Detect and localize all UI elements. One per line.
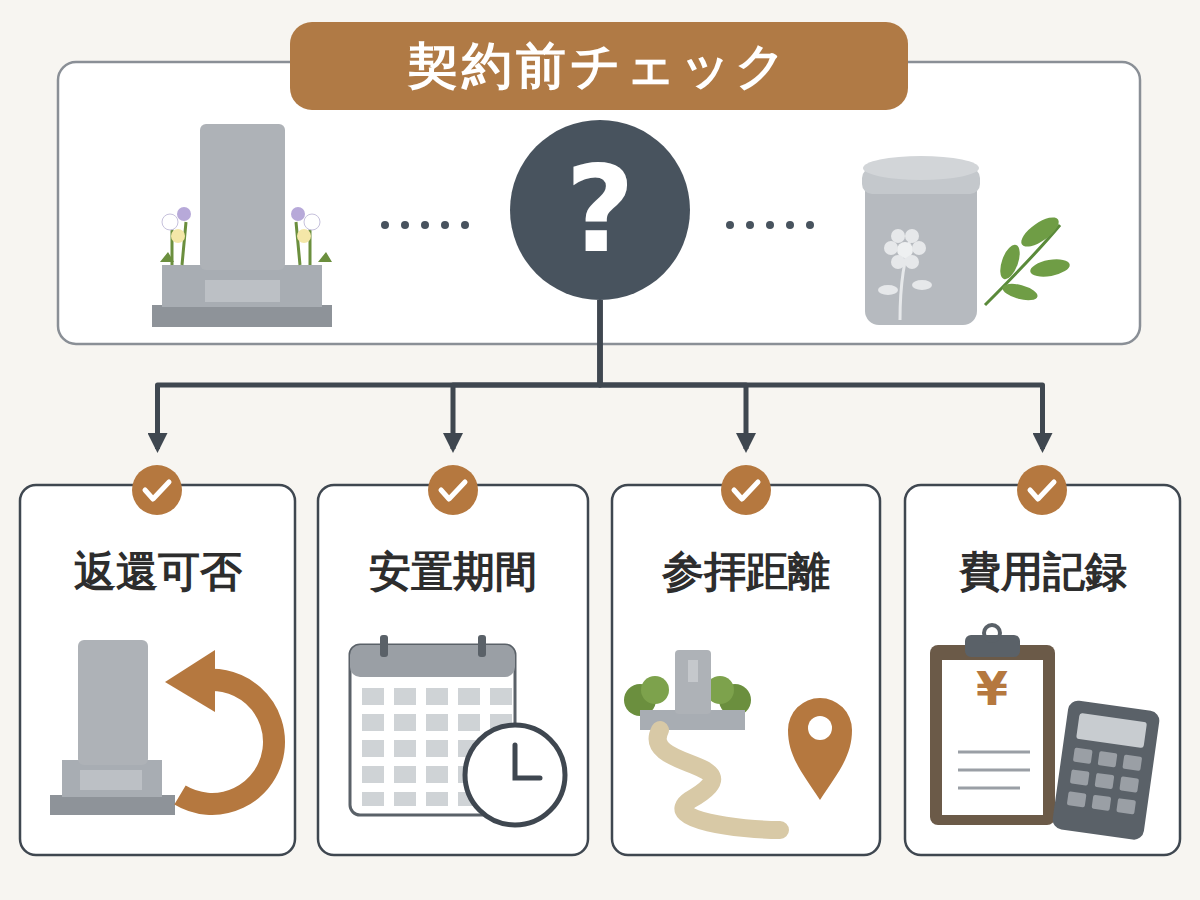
branch-arrow: [453, 300, 600, 449]
check-label: 返還可否: [20, 547, 295, 597]
box-outlines: [20, 485, 1180, 855]
question-mark: ?: [565, 150, 635, 270]
check-box: 安置期間: [318, 485, 588, 855]
cost-icon: [930, 625, 1161, 841]
check-box: 返還可否: [20, 485, 295, 855]
yen-sign: ¥: [962, 666, 1022, 712]
return-icon: [50, 640, 274, 815]
branch-arrow: [600, 300, 746, 449]
branch-arrow: [600, 300, 1043, 449]
check-box: 費用記録: [905, 485, 1180, 855]
leaf-branch: [985, 212, 1071, 305]
check-label: 安置期間: [318, 547, 588, 597]
check-label: 参拝距離: [612, 547, 880, 597]
check-label: 費用記録: [905, 547, 1180, 597]
urn-icon: [862, 156, 980, 325]
title-banner: 契約前チェック: [290, 22, 908, 110]
check-box: 参拝距離: [612, 485, 880, 855]
calendar-icon: [350, 635, 565, 825]
branch-arrow: [158, 300, 601, 449]
distance-icon: [624, 650, 852, 830]
grave-icon: [152, 124, 332, 327]
check-badges: [132, 465, 1067, 515]
question-circle: ?: [510, 120, 690, 300]
